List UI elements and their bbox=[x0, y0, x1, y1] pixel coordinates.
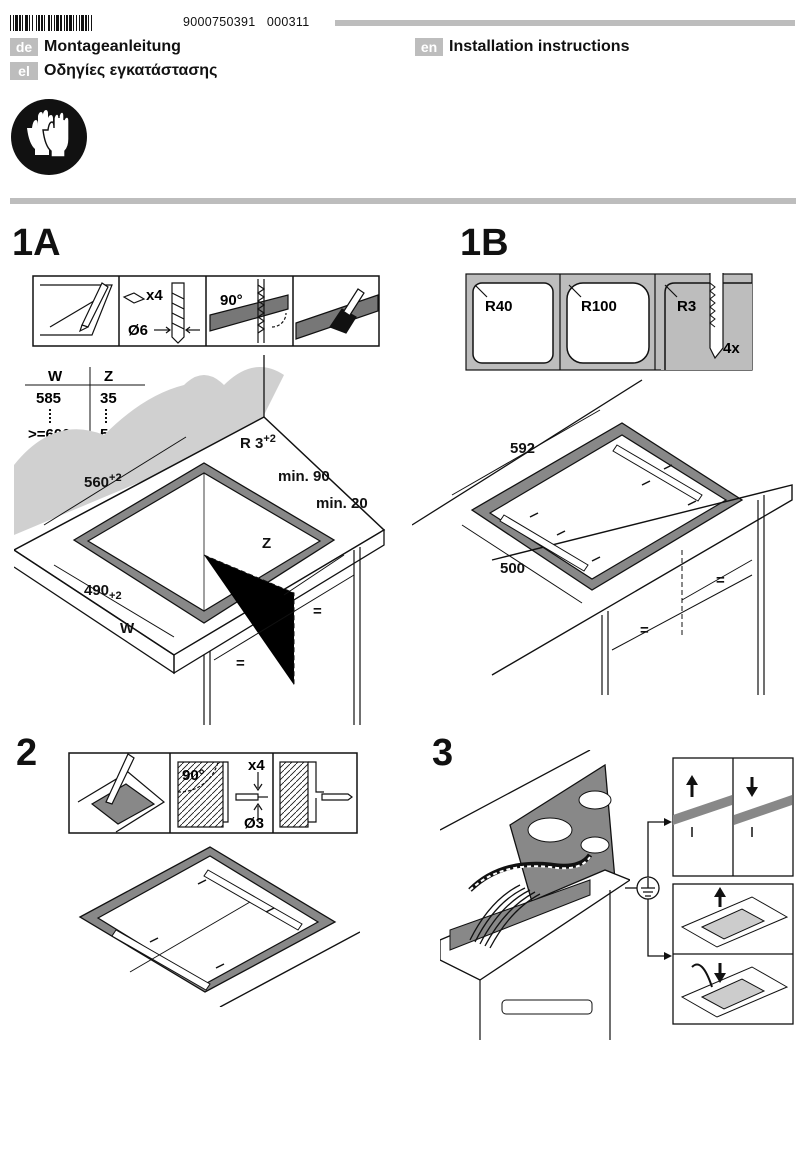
barcode-bar bbox=[44, 15, 45, 31]
barcode-bar bbox=[88, 15, 89, 31]
barcode-bar bbox=[10, 15, 11, 31]
depth-value: 490 bbox=[84, 582, 110, 599]
radius-label: R 3+2 bbox=[240, 433, 276, 452]
drill-size: Ø6 bbox=[128, 322, 148, 339]
equal-label-1a-b: = bbox=[236, 655, 245, 672]
barcode-bar bbox=[91, 15, 92, 31]
barcode-bar bbox=[13, 15, 14, 31]
depth-490-label: 490+2 bbox=[84, 582, 122, 602]
barcode-bar bbox=[48, 15, 50, 31]
drill-size-step2: Ø3 bbox=[244, 815, 264, 832]
r100-label: R100 bbox=[581, 298, 617, 315]
jigsaw-icon bbox=[209, 279, 289, 343]
brush-icon bbox=[295, 288, 379, 340]
min-90-label: min. 90 bbox=[278, 468, 330, 485]
barcode-bar bbox=[85, 15, 87, 31]
barcode-bar bbox=[29, 15, 30, 31]
pencil-icon bbox=[40, 282, 113, 336]
lang-title-de: Montageanleitung bbox=[44, 38, 181, 55]
barcode-bar bbox=[22, 15, 23, 31]
angle-90: 90° bbox=[220, 292, 243, 309]
radius-tolerance: +2 bbox=[263, 433, 276, 445]
barcode bbox=[10, 15, 92, 31]
barcode-bar bbox=[73, 15, 74, 31]
equal-label-1b-a: = bbox=[716, 572, 725, 589]
barcode-bar bbox=[54, 15, 55, 31]
earth-ground-icon bbox=[625, 818, 672, 960]
depth-tolerance: +2 bbox=[109, 590, 122, 602]
lang-code-en: en bbox=[415, 38, 443, 56]
header-bar bbox=[335, 20, 795, 26]
barcode-bar bbox=[36, 15, 37, 31]
equal-label-1b-b: = bbox=[640, 622, 649, 639]
r40-label: R40 bbox=[485, 298, 513, 315]
count-x4-step2: x4 bbox=[248, 757, 265, 774]
step-2-label: 2 bbox=[16, 732, 38, 774]
lang-code-el: el bbox=[10, 62, 38, 80]
step-1a-label: 1A bbox=[12, 222, 61, 264]
barcode-bar bbox=[79, 15, 80, 31]
step-1b-label: 1B bbox=[460, 222, 509, 264]
barcode-bar bbox=[64, 15, 65, 31]
barcode-bar bbox=[66, 15, 68, 31]
barcode-bar bbox=[69, 15, 72, 31]
barcode-bar bbox=[60, 15, 62, 31]
lang-de: de Montageanleitung bbox=[10, 38, 181, 56]
min-20-label: min. 20 bbox=[316, 495, 368, 512]
barcode-bar bbox=[56, 15, 59, 31]
lang-title-en: Installation instructions bbox=[449, 38, 630, 55]
pencil-icon bbox=[77, 753, 166, 833]
drill-bit-icon bbox=[122, 282, 200, 344]
z-label: Z bbox=[262, 535, 272, 552]
barcode-bar bbox=[41, 15, 43, 31]
section-divider bbox=[10, 198, 796, 204]
lang-code-de: de bbox=[10, 38, 38, 56]
fig1a-tool-strip: x4 Ø6 90° bbox=[32, 275, 380, 347]
doc-suffix: 000311 bbox=[266, 15, 310, 29]
fig1b-countertop-drawing bbox=[412, 379, 793, 695]
fig2-tool-strip: 90° x4 Ø3 bbox=[68, 752, 358, 834]
count-4x: 4x bbox=[723, 340, 740, 357]
r3-label: R3 bbox=[677, 298, 696, 315]
lang-en: en Installation instructions bbox=[415, 38, 629, 56]
equal-label-1a-a: = bbox=[313, 603, 322, 620]
barcode-bar bbox=[76, 15, 77, 31]
depth-500-label: 500 bbox=[500, 560, 526, 577]
barcode-bar bbox=[19, 15, 21, 31]
document-number: 9000750391 000311 bbox=[183, 15, 309, 29]
table-z1: 35 bbox=[100, 390, 117, 407]
width-tolerance: +2 bbox=[109, 472, 122, 484]
lang-el: el Οδηγίες εγκατάστασης bbox=[10, 62, 217, 80]
barcode-bar bbox=[38, 15, 40, 31]
barcode-bar bbox=[25, 15, 28, 31]
radius-value: R 3 bbox=[240, 435, 264, 452]
fig3-hob-connection-drawing bbox=[440, 750, 630, 1040]
fig1a-countertop-drawing bbox=[14, 355, 386, 725]
width-560-label: 560+2 bbox=[84, 472, 122, 491]
fig2-bracket-drawing bbox=[78, 846, 360, 1007]
fig1b-corner-radii: R40 R100 R3 4x bbox=[465, 273, 753, 371]
width-value: 560 bbox=[84, 474, 110, 491]
barcode-bar bbox=[81, 15, 84, 31]
width-592-label: 592 bbox=[510, 440, 536, 457]
step-3-label: 3 bbox=[432, 732, 454, 774]
w-label: W bbox=[120, 620, 135, 637]
fig3-detail-panels bbox=[672, 757, 794, 1025]
gloves-icon bbox=[11, 99, 87, 175]
barcode-bar bbox=[32, 15, 33, 31]
barcode-bar bbox=[51, 15, 52, 31]
barcode-bar bbox=[15, 15, 18, 31]
table-col-z: Z bbox=[104, 368, 113, 385]
lang-title-el: Οδηγίες εγκατάστασης bbox=[44, 62, 218, 79]
count-x4: x4 bbox=[146, 287, 163, 304]
doc-number: 9000750391 bbox=[183, 15, 256, 29]
table-col-w: W bbox=[48, 368, 63, 385]
table-w1: 585 bbox=[36, 390, 61, 407]
angle-90-step2: 90° bbox=[182, 767, 205, 784]
